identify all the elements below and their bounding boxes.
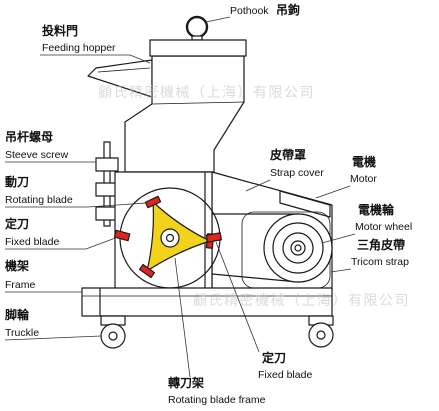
label-fixed-blade-bottom-en: Fixed blade <box>258 369 312 381</box>
hopper-top-flange <box>149 39 247 57</box>
label-fixed-blade-bottom-zh: 定刀 <box>262 350 286 365</box>
leader-line-fixed-blade-left <box>5 236 119 250</box>
leader-line-motor-wheel <box>321 233 356 244</box>
hopper-band-line <box>151 101 245 105</box>
label-truckle-en: Truckle <box>5 327 39 339</box>
leader-line-rotating-blade <box>5 202 147 208</box>
watermark-top: 顧氏精密機械（上海）有限公司 <box>98 84 315 101</box>
label-sleeve-screw-en: Steeve screw <box>5 149 68 161</box>
label-tricom-strap-en: Tricom strap <box>351 256 409 268</box>
label-motor-wheel-zh: 電機輪 <box>358 202 395 217</box>
label-strap-cover-en: Strap cover <box>270 167 324 179</box>
fixed-blade-right <box>205 232 223 243</box>
machine-drawing <box>81 15 334 349</box>
truckle-axle <box>316 330 326 340</box>
label-fixed-blade-left-zh: 定刀 <box>5 216 29 231</box>
truckle-right <box>308 315 334 348</box>
motor <box>279 190 331 218</box>
pothook <box>185 15 209 41</box>
motor-wheel-groove <box>272 222 324 274</box>
label-frame-en: Frame <box>5 279 35 291</box>
leader-lines <box>4 16 356 378</box>
sleeve-screw-nut <box>95 157 119 172</box>
truckle-left <box>100 315 126 349</box>
leader-line-pothook <box>205 16 231 23</box>
leader-line-feeding-hopper <box>40 54 151 64</box>
truckle-axle <box>108 331 118 341</box>
motor-wheel-groove <box>282 232 314 264</box>
label-motor-zh: 電機 <box>352 154 376 169</box>
rotor-shaft <box>165 233 175 243</box>
fixed-blade-left <box>113 229 131 242</box>
pothook-ring <box>185 15 209 39</box>
feeding-chute-inner-line <box>97 67 151 73</box>
label-strap-cover-zh: 皮帶罩 <box>269 147 306 162</box>
labels: Pothook 吊鉤 投料門 Feeding hopper 吊杆螺母 Steev… <box>5 2 412 406</box>
leader-line-tricom-strap <box>330 268 352 273</box>
label-rotating-blade-frame-zh: 轉刀架 <box>168 375 204 390</box>
label-pothook-zh: 吊鉤 <box>276 2 300 17</box>
label-sleeve-screw-zh: 吊杆螺母 <box>5 129 53 144</box>
rotating-blade <box>144 195 162 209</box>
label-truckle-zh: 脚輪 <box>5 307 30 322</box>
label-fixed-blade-left-en: Fixed blade <box>5 236 59 248</box>
motor-wheel <box>263 213 333 283</box>
frame-base <box>81 287 333 317</box>
leader-line-strap-cover <box>245 179 271 192</box>
label-pothook-en: Pothook <box>230 5 269 17</box>
label-rotating-blade-en: Rotating blade <box>5 194 73 206</box>
label-motor-wheel-en: Motor wheel <box>355 221 412 233</box>
leader-line-motor <box>315 185 351 199</box>
label-tricom-strap-zh: 三角皮帶 <box>357 237 405 252</box>
label-frame-zh: 機架 <box>5 258 29 273</box>
leader-line-rotating-blade-frame <box>174 257 191 378</box>
label-rotating-blade-zh: 動刀 <box>5 174 29 189</box>
label-rotating-blade-frame-en: Rotating blade frame <box>168 394 266 406</box>
leader-line-truckle <box>4 335 102 341</box>
leader-line-fixed-blade-bottom <box>215 241 260 353</box>
label-feeding-hopper-en: Feeding hopper <box>42 42 116 54</box>
rotating-blade <box>138 263 156 279</box>
label-feeding-hopper-zh: 投料門 <box>42 23 78 38</box>
motor-wheel-shaft <box>294 244 302 252</box>
watermark-bottom: 顧氏精密機械（上海）有限公司 <box>193 292 410 309</box>
label-motor-en: Motor <box>350 173 377 185</box>
